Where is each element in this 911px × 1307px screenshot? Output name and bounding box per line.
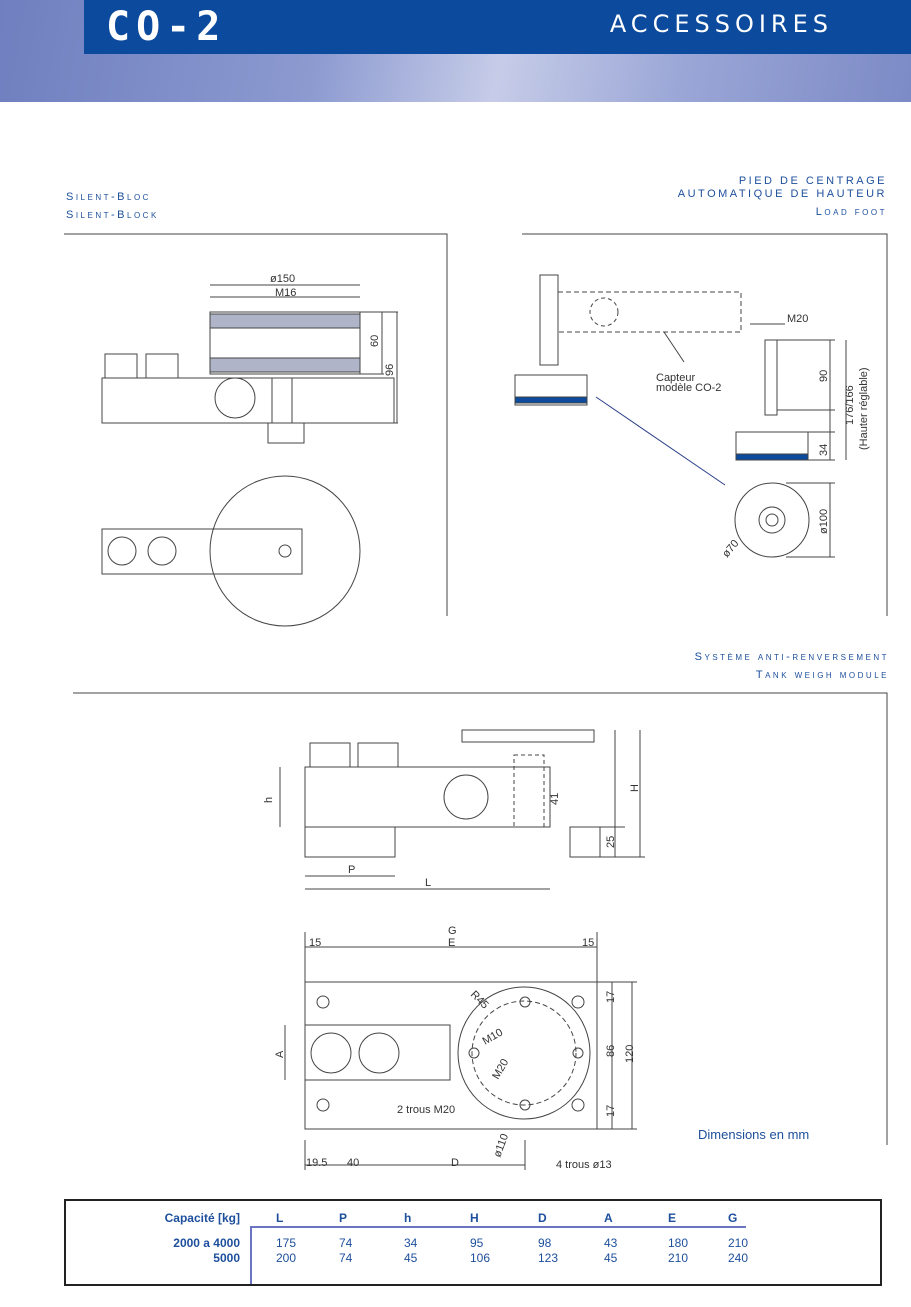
dim-h1: 60 <box>369 335 381 347</box>
dim-L: L <box>425 877 431 889</box>
load-foot-en: Load foot <box>815 206 887 218</box>
silent-bloc-fr: Silent-Bloc <box>66 191 151 203</box>
cell: 175 <box>276 1236 297 1250</box>
th-A: A <box>604 1211 613 1225</box>
th-H: H <box>470 1211 479 1225</box>
dim-lf-h1: 90 <box>818 370 830 382</box>
tank-module-top-view: G E 15 15 R45 M10 M20 A 17 86 120 17 2 t… <box>274 925 637 1171</box>
units-note: Dimensions en mm <box>698 1127 810 1142</box>
silent-bloc-en: Silent-Block <box>66 209 159 221</box>
dim-h: h <box>263 797 275 803</box>
dim-15-right: 15 <box>582 937 594 949</box>
dim-41: 41 <box>549 793 561 805</box>
th-G: G <box>728 1211 738 1225</box>
dim-19-5: 19.5 <box>306 1157 327 1169</box>
silent-bloc-side-view: ø150 M16 60 96 <box>101 273 398 444</box>
cell: 43 <box>604 1236 618 1250</box>
label-4-holes: 4 trous ø13 <box>556 1159 612 1171</box>
dim-thread: M16 <box>275 287 296 299</box>
th-capacity: Capacité [kg] <box>164 1211 240 1225</box>
dim-lf-outer: ø100 <box>818 509 830 534</box>
th-E: E <box>668 1211 677 1225</box>
th-L: L <box>276 1211 284 1225</box>
tank-module-en: Tank weigh module <box>755 669 889 681</box>
section-title: ACCESSOIRES <box>609 10 833 38</box>
dim-120: 120 <box>624 1045 636 1063</box>
dim-17-bottom: 17 <box>605 1105 617 1117</box>
load-foot-title: PIED DE CENTRAGE AUTOMATIQUE DE HAUTEUR … <box>678 175 887 219</box>
dim-25: 25 <box>605 836 617 848</box>
load-foot-drawing: M20 90 176/166 (Hauter réglable) 34 ø100… <box>514 274 870 560</box>
cell: 180 <box>668 1236 689 1250</box>
cell: 210 <box>668 1251 689 1265</box>
silent-bloc-top-view <box>101 475 361 627</box>
dim-17-top: 17 <box>605 991 617 1003</box>
dim-diameter: ø150 <box>270 273 295 285</box>
cell: 95 <box>470 1236 484 1250</box>
dim-H-big: H <box>629 784 641 792</box>
sensor-label-1: Capteur <box>656 372 695 384</box>
dim-D: D <box>451 1157 459 1169</box>
tank-module-title: Système anti-renversement Tank weigh mod… <box>695 648 889 684</box>
tank-module-fr: Système anti-renversement <box>694 651 889 663</box>
th-D: D <box>538 1211 547 1225</box>
cell: 240 <box>728 1251 749 1265</box>
cell: 200 <box>276 1251 297 1265</box>
cell: 45 <box>604 1251 618 1265</box>
load-foot-fr-2: AUTOMATIQUE DE HAUTEUR <box>677 188 887 200</box>
capacity-table: Capacité [kg] L P h H D A E G 2000 a 400… <box>64 1199 882 1286</box>
dim-P: P <box>348 864 355 876</box>
cell: 106 <box>470 1251 491 1265</box>
dim-E: E <box>448 937 455 949</box>
dim-A: A <box>274 1050 286 1058</box>
silent-bloc-title: Silent-Bloc Silent-Block <box>66 188 159 224</box>
th-h: h <box>404 1211 412 1225</box>
header-bar <box>84 0 911 54</box>
dim-40: 40 <box>347 1157 359 1169</box>
dim-110: ø110 <box>492 1132 512 1159</box>
dim-M10: M10 <box>481 1027 506 1048</box>
cell: 45 <box>404 1251 418 1265</box>
model-title: CO-2 <box>106 4 227 50</box>
header-rule <box>250 1226 746 1228</box>
frame-lines <box>64 233 888 1145</box>
sensor-label-2: modèle CO-2 <box>656 382 721 394</box>
dim-G: G <box>448 925 457 937</box>
cell: 74 <box>339 1236 353 1250</box>
dim-lf-thread: M20 <box>787 313 808 325</box>
cell: 123 <box>538 1251 559 1265</box>
tank-module-side-view: h H 41 25 P L <box>263 729 645 890</box>
row1-capacity: 2000 a 4000 <box>173 1236 240 1250</box>
dim-15-left: 15 <box>309 937 321 949</box>
dim-h2: 96 <box>384 364 396 376</box>
dim-lf-total: 176/166 <box>844 385 856 425</box>
th-P: P <box>339 1211 348 1225</box>
cell: 74 <box>339 1251 353 1265</box>
dim-lf-base: 34 <box>818 444 830 456</box>
dim-lf-note: (Hauter réglable) <box>858 367 870 450</box>
label-2-holes: 2 trous M20 <box>397 1104 455 1116</box>
cell: 34 <box>404 1236 418 1250</box>
cell: 210 <box>728 1236 749 1250</box>
dim-lf-inner: ø70 <box>720 538 741 560</box>
load-foot-fr-1: PIED DE CENTRAGE <box>738 175 887 187</box>
column-rule <box>250 1226 252 1284</box>
dim-86: 86 <box>605 1045 617 1057</box>
row2-capacity: 5000 <box>213 1251 240 1265</box>
dim-M20: M20 <box>490 1057 511 1082</box>
cell: 98 <box>538 1236 552 1250</box>
dim-R45: R45 <box>468 989 491 1012</box>
